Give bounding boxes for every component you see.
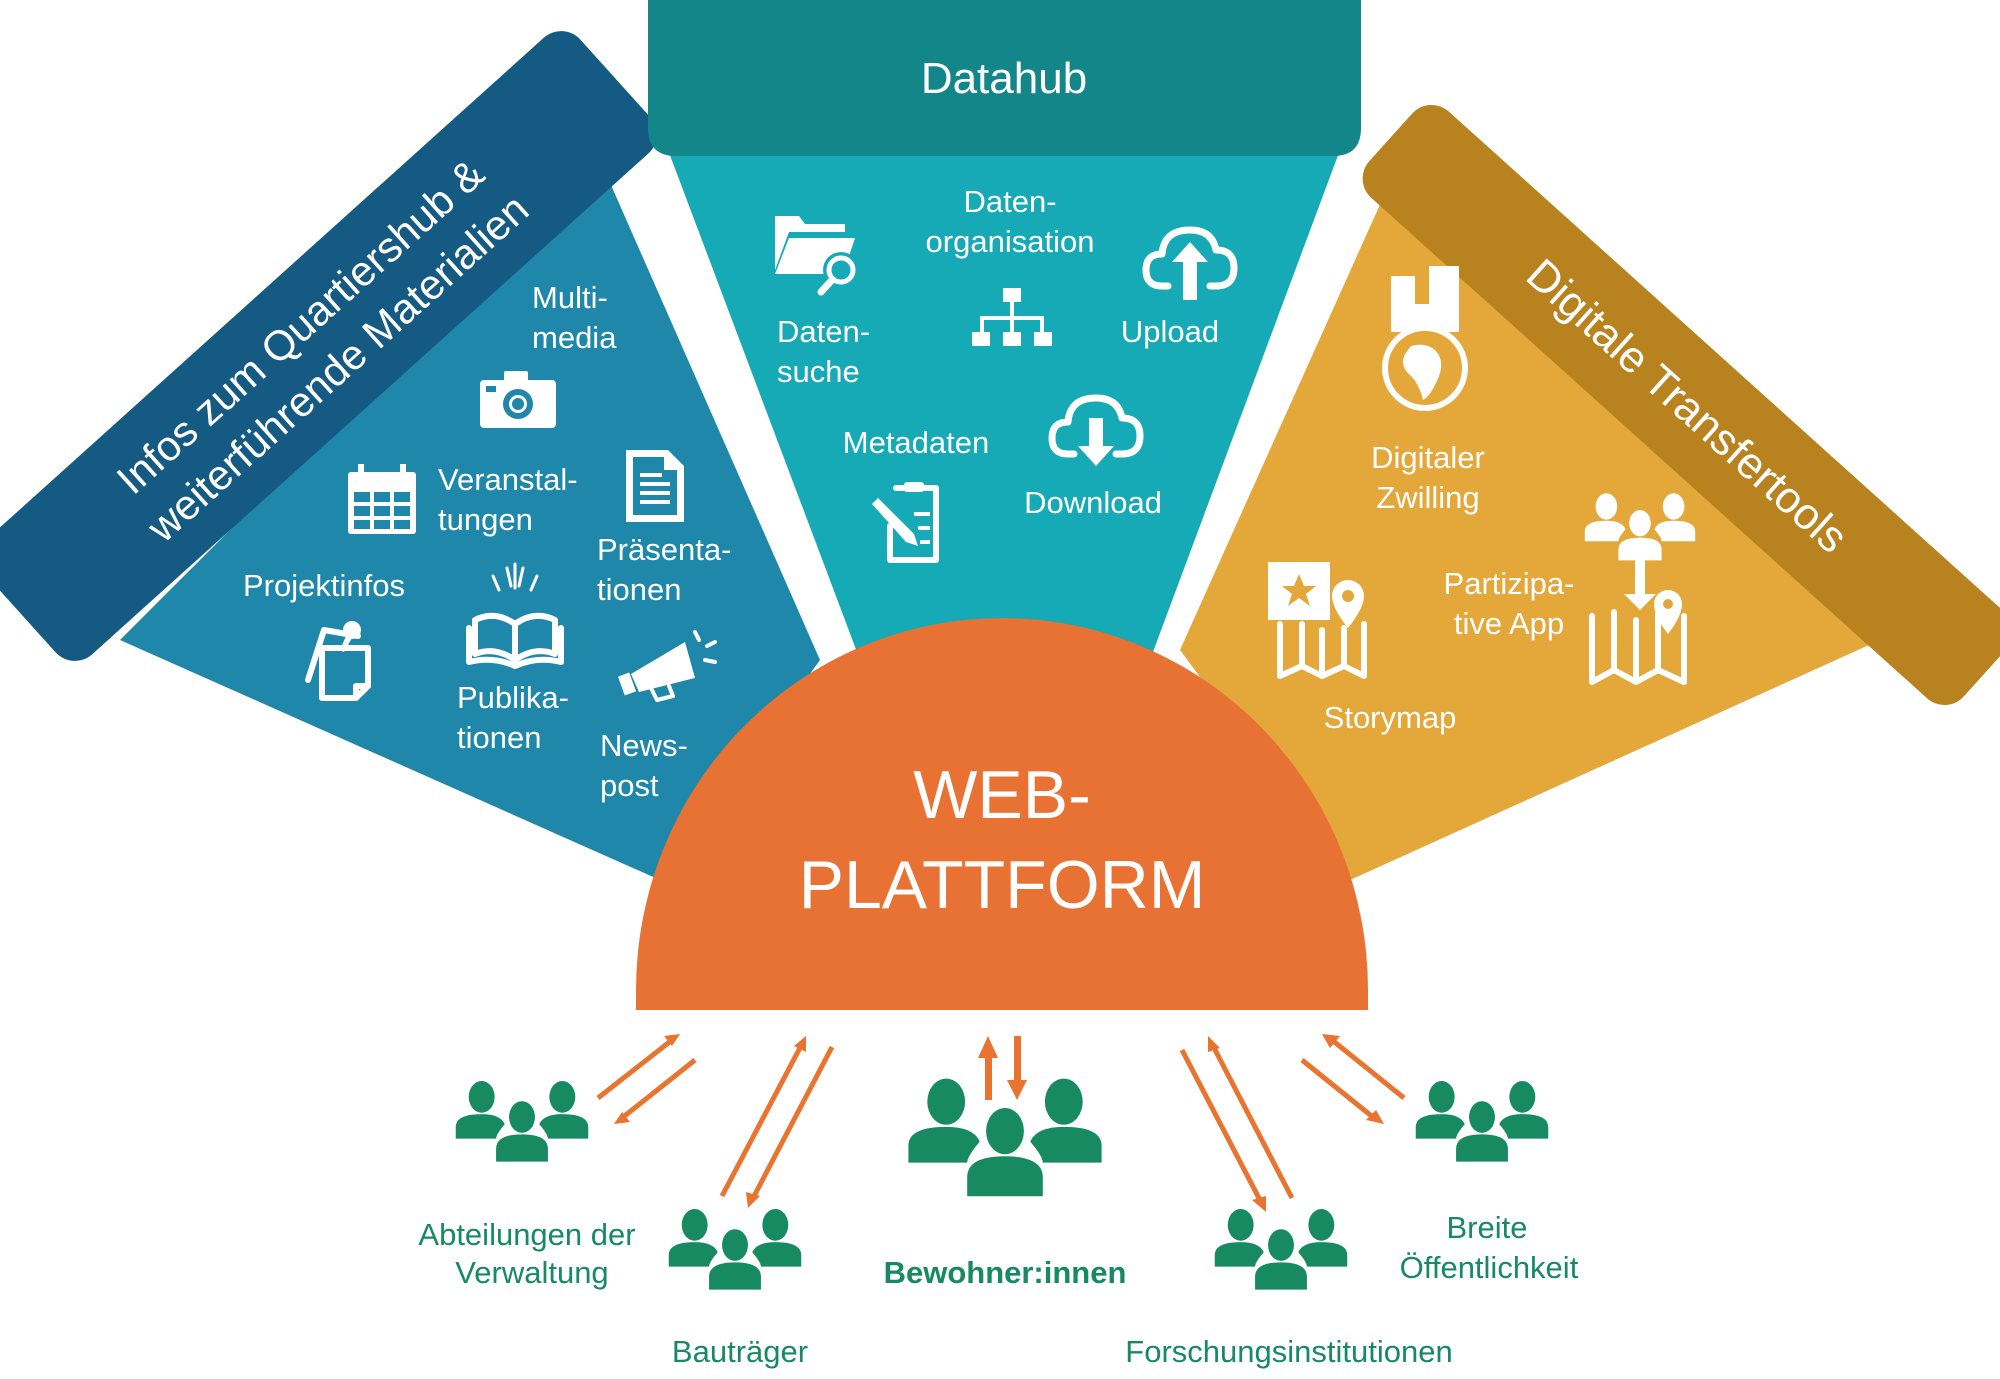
people-group-icon: [1415, 1081, 1549, 1162]
datahub-banner: Datahub: [648, 0, 1361, 156]
stakeholder-label: Bewohner:innen: [884, 1255, 1127, 1290]
item-label: Partizipa-: [1444, 566, 1575, 601]
transfer-segment-body: [1180, 160, 1880, 880]
stakeholder-bautraeger[interactable]: Bauträger: [668, 1209, 808, 1369]
platform-semicircle: [636, 618, 1368, 1010]
datahub-segment: Datahub Daten- suche Daten- organisation: [648, 0, 1361, 660]
item-digitaler-zwilling[interactable]: Digitaler Zwilling: [1371, 266, 1485, 515]
item-label: Publika-: [457, 680, 569, 715]
megaphone-icon: [617, 630, 717, 702]
story-map-icon: [1268, 562, 1367, 679]
item-publikationen[interactable]: Publika- tionen: [457, 562, 569, 755]
folder-search-icon: [775, 216, 859, 296]
item-label: News-: [600, 728, 688, 763]
item-label: tionen: [597, 572, 681, 607]
item-label: media: [532, 320, 617, 355]
transfer-segment: Digitale Transfertools Digitaler Zwillin…: [1180, 104, 2000, 880]
item-label: tungen: [438, 502, 533, 537]
item-datenorganisation[interactable]: Daten- organisation: [926, 184, 1095, 346]
item-label: Multi-: [532, 280, 608, 315]
item-label: tionen: [457, 720, 541, 755]
item-praesentationen[interactable]: Präsenta- tionen: [597, 450, 731, 607]
item-label: suche: [777, 354, 860, 389]
stakeholder-label: Bauträger: [672, 1334, 808, 1369]
clipboard-edit-icon: [872, 482, 939, 563]
stakeholder-label: Breite: [1447, 1210, 1528, 1245]
cloud-download-icon: [1048, 394, 1144, 466]
open-book-icon: [466, 562, 564, 669]
item-partizipative-app[interactable]: Partizipa- tive App: [1444, 493, 1696, 685]
stakeholder-label: Abteilungen der: [418, 1217, 635, 1252]
item-label: Daten-: [963, 184, 1056, 219]
item-label: Metadaten: [843, 425, 990, 460]
infos-segment-body: [120, 160, 820, 880]
connection-arrows: [596, 1034, 1406, 1212]
stakeholder-bewohner[interactable]: Bewohner:innen: [884, 1078, 1127, 1290]
item-label: Upload: [1121, 314, 1219, 349]
stakeholder-label: Forschungsinstitutionen: [1125, 1334, 1452, 1369]
datahub-title: Datahub: [921, 54, 1087, 103]
item-label: Storymap: [1324, 700, 1457, 735]
pinned-notes-icon: [305, 621, 371, 701]
people-group-icon: [1214, 1209, 1348, 1290]
document-icon: [626, 450, 684, 522]
camera-icon: [480, 371, 556, 428]
item-label: Präsenta-: [597, 532, 731, 567]
item-label: Zwilling: [1376, 480, 1479, 515]
item-metadaten[interactable]: Metadaten: [843, 425, 990, 563]
platform-title-line1: WEB-: [913, 757, 1091, 833]
item-label: post: [600, 768, 659, 803]
stakeholder-label: Verwaltung: [455, 1255, 608, 1290]
stakeholder-oeffentlichkeit[interactable]: Breite Öffentlichkeit: [1400, 1081, 1579, 1285]
people-group-icon: [668, 1209, 802, 1290]
calendar-icon: [348, 464, 416, 534]
cloud-upload-icon: [1142, 226, 1238, 300]
item-label: organisation: [926, 224, 1095, 259]
item-multimedia[interactable]: Multi- media: [480, 280, 617, 428]
hierarchy-icon: [972, 288, 1052, 346]
participation-map-icon: [1584, 493, 1696, 685]
item-datensuche[interactable]: Daten- suche: [775, 216, 870, 389]
item-label: Daten-: [777, 314, 870, 349]
item-storymap[interactable]: Storymap: [1268, 562, 1456, 735]
stakeholder-verwaltung[interactable]: Abteilungen der Verwaltung: [418, 1081, 636, 1290]
people-group-icon: [455, 1081, 589, 1162]
item-veranstaltungen[interactable]: Veranstal- tungen: [348, 462, 578, 537]
item-label: Veranstal-: [438, 462, 578, 497]
item-download[interactable]: Download: [1024, 394, 1162, 520]
item-label: Digitaler: [1371, 440, 1485, 475]
city-globe-icon: [1382, 266, 1468, 411]
item-label: Download: [1024, 485, 1162, 520]
item-projektinfos[interactable]: Projektinfos: [243, 568, 405, 701]
item-label: Projektinfos: [243, 568, 405, 603]
people-group-icon: [908, 1078, 1102, 1197]
platform-title-line2: PLATTFORM: [799, 847, 1206, 923]
stakeholder-label: Öffentlichkeit: [1400, 1250, 1579, 1285]
web-platform-hub[interactable]: WEB- PLATTFORM: [636, 618, 1368, 1010]
item-newspost[interactable]: News- post: [600, 630, 717, 803]
item-upload[interactable]: Upload: [1121, 226, 1238, 349]
stakeholder-forschung[interactable]: Forschungsinstitutionen: [1125, 1209, 1453, 1369]
item-label: tive App: [1454, 606, 1564, 641]
